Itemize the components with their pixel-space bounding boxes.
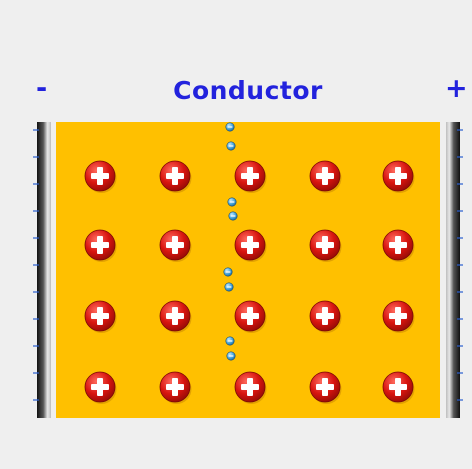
- electron: [225, 336, 235, 346]
- plate-charge-marks: [33, 129, 463, 401]
- positive-ion: [159, 300, 192, 333]
- positive-ion: [159, 229, 192, 262]
- positive-ion: [234, 160, 267, 193]
- positive-ion: [84, 300, 117, 333]
- electron: [228, 211, 238, 221]
- positive-ion: [84, 229, 117, 262]
- positive-ion: [234, 300, 267, 333]
- positive-ion: [309, 300, 342, 333]
- positive-ion: [84, 371, 117, 404]
- electrons: [223, 122, 238, 361]
- electron: [226, 141, 236, 151]
- electron: [225, 122, 235, 132]
- positive-ion: [382, 300, 415, 333]
- diagram-title: Conductor: [173, 76, 323, 105]
- electron: [227, 197, 237, 207]
- positive-ion: [382, 371, 415, 404]
- positive-ion: [234, 229, 267, 262]
- positive-ion: [234, 371, 267, 404]
- electron: [226, 351, 236, 361]
- positive-ion: [309, 160, 342, 193]
- negative-terminal-label: -: [36, 73, 48, 104]
- positive-terminal-label: +: [445, 73, 468, 104]
- positive-ion: [382, 160, 415, 193]
- positive-ion: [84, 160, 117, 193]
- positive-ion: [382, 229, 415, 262]
- positive-ion: [309, 371, 342, 404]
- positive-ion: [159, 160, 192, 193]
- positive-plate: [446, 122, 460, 418]
- positive-ion: [309, 229, 342, 262]
- negative-plate: [37, 122, 51, 418]
- electron: [223, 267, 233, 277]
- positive-ion: [159, 371, 192, 404]
- electron: [224, 282, 234, 292]
- positive-ions: [84, 160, 415, 404]
